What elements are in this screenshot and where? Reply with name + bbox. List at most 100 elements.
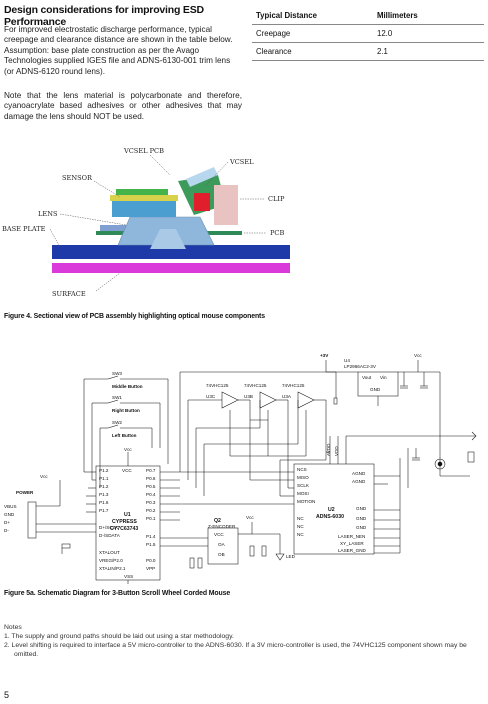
u2-right-pin: AGND <box>352 471 366 476</box>
u3-buffers: 74VHC125 74VHC125 74VHC125 U3C U3B U3A <box>179 371 338 496</box>
sensor-top <box>110 195 178 201</box>
u1-left-pin: P1.1 <box>99 476 109 481</box>
u1-left-pin: XTALIN/P2.1 <box>99 566 126 571</box>
u2-sensor <box>293 463 375 555</box>
u4-pin: Vout <box>362 375 372 380</box>
u1-right-pin: P0.2 <box>146 508 156 513</box>
intro-paragraph: For improved electrostatic discharge per… <box>4 25 233 76</box>
q2-pin: VCC <box>214 532 224 537</box>
sensor-chip <box>112 201 176 217</box>
sw1-ref: SW1 <box>112 395 122 400</box>
u2-vdd: VDD <box>334 446 339 456</box>
u2-right-pin: XY_LASER <box>340 541 364 546</box>
usb-connector <box>27 501 37 539</box>
u1-left-pin: P1.7 <box>99 508 109 513</box>
table-cell: Clearance <box>252 42 373 61</box>
table-row: Creepage 12.0 <box>252 24 484 43</box>
conn-pin: D+ <box>4 520 10 525</box>
vcsel-symbol <box>434 458 446 470</box>
u1-part: CY7C63743 <box>110 526 138 532</box>
u1-left-pin: XTALOUT <box>99 550 120 555</box>
u1-right-pin: P1.5 <box>146 542 156 547</box>
u3-part: 74VHC125 <box>206 383 229 388</box>
conn-pin: D- <box>4 528 9 533</box>
label-base-plate: BASE PLATE <box>2 225 46 233</box>
middle-button-label: Middle Button <box>112 384 143 389</box>
u2-part: ADNS-6030 <box>316 514 344 520</box>
surface-layer <box>52 263 290 273</box>
u3-part: 74VHC125 <box>282 383 305 388</box>
u1-right-pin: P1.4 <box>146 534 156 539</box>
u1-left-pin: P1.3 <box>99 492 109 497</box>
u1-left-pin: D-/SDATA <box>99 533 121 538</box>
label-vcsel-pcb: VCSEL PCB <box>123 147 164 155</box>
q2-pin: OA <box>218 542 226 547</box>
q2-ref: Q2 <box>214 518 221 524</box>
base-plate <box>52 245 290 259</box>
u2-left-pin: MOTION <box>297 499 315 504</box>
conn-pin: GND <box>4 512 15 517</box>
power-label: POWER <box>16 490 34 495</box>
u1-right-pin: P0.0 <box>146 558 156 563</box>
section-title: Design considerations for improving ESD … <box>4 4 204 28</box>
table-header-row: Typical Distance Millimeters <box>252 7 484 25</box>
u1-right-pin: P0.7 <box>146 468 156 473</box>
left-button-label: Left Button <box>112 433 137 438</box>
button-group: SW3 Middle Button SW1 Right Button SW2 L… <box>83 371 169 488</box>
u2-left-pin: SCLK <box>297 483 310 488</box>
figure5a-schematic: SW3 Middle Button SW1 Right Button SW2 L… <box>4 353 477 584</box>
u2-left-pin: NC <box>297 516 304 521</box>
u2-right-pin: AGND <box>352 479 366 484</box>
u2-left-pin: NC <box>297 532 304 537</box>
u1-left-pin: D+/SCLK <box>99 525 119 530</box>
table-cell: 12.0 <box>373 24 484 43</box>
figure4-caption: Figure 4. Sectional view of PCB assembly… <box>4 313 265 320</box>
conn-pin: VBUS <box>4 504 17 509</box>
q2-encoder <box>207 527 239 565</box>
q2-part: Z-ENCODER <box>208 524 236 529</box>
u2-left-pin: NC <box>297 524 304 529</box>
u2-right-pin: GND <box>356 506 367 511</box>
sw3-ref: SW3 <box>112 371 122 376</box>
u1-right-pin: VPP <box>146 566 155 571</box>
u1-name: CYPRESS <box>112 519 137 525</box>
note-paragraph: Note that the lens material is polycarbo… <box>4 91 242 121</box>
led-label: LED <box>286 554 296 559</box>
u1-left-pin: P1.2 <box>99 484 109 489</box>
u1-left-pin: P1.2 <box>99 468 109 473</box>
right-button-label: Right Button <box>112 408 140 413</box>
u3a: U3A <box>282 394 292 399</box>
notes-section: Notes 1. The supply and ground paths sho… <box>4 623 482 659</box>
clip-part <box>214 185 238 225</box>
u3c: U3C <box>206 394 216 399</box>
vcsel-emitter <box>194 193 210 211</box>
table-row: Clearance 2.1 <box>252 42 484 61</box>
u2-left-pin: NCS <box>297 467 307 472</box>
u1-right-pin: P0.1 <box>146 516 156 521</box>
label-clip: CLIP <box>268 195 285 203</box>
label-sensor: SENSOR <box>62 174 93 182</box>
u2-right-pin: LASER_NEN <box>338 534 365 539</box>
u2-left-pin: MISO <box>297 475 309 480</box>
label-pcb: PCB <box>270 229 284 237</box>
sw2-ref: SW2 <box>112 420 122 425</box>
u1-right-pin: P0.6 <box>146 476 156 481</box>
u2-ref: U2 <box>328 507 335 513</box>
u1-right-pin: P0.4 <box>146 492 156 497</box>
u1-left-pin: VREG/P2.0 <box>99 558 123 563</box>
u1-left-pin: P1.6 <box>99 500 109 505</box>
u2-right-pin: GND <box>356 525 367 530</box>
conn-vcc: Vcc <box>40 474 48 479</box>
q2-pin: OB <box>218 552 225 557</box>
u3-part: 74VHC125 <box>244 383 267 388</box>
lens-center <box>150 229 186 249</box>
label-vcsel: VCSEL <box>229 158 254 166</box>
u4-ref: U4 <box>344 358 350 363</box>
table-cell: Creepage <box>252 24 373 43</box>
page-number: 5 <box>4 690 10 700</box>
u2-right-pin: GND <box>356 516 367 521</box>
label-lens: LENS <box>38 210 58 218</box>
figure4-sectional-view: VCSEL PCB VCSEL SENSOR CLIP LENS BASE PL… <box>2 147 290 298</box>
table-header-cell: Millimeters <box>373 7 484 25</box>
u1-vcc: VCC <box>122 468 132 473</box>
